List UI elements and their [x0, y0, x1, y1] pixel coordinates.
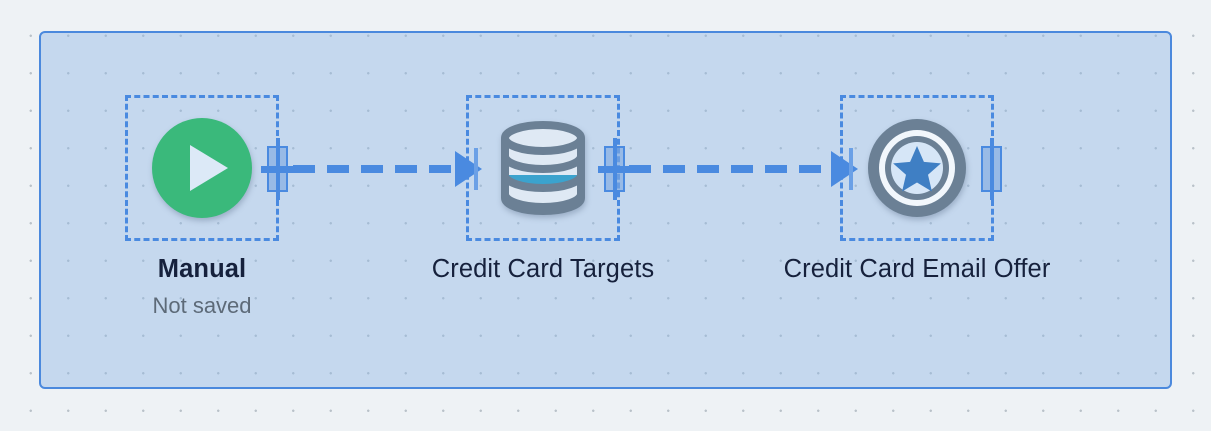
database-icon [501, 121, 585, 215]
node-manual[interactable]: Manual Not saved [125, 95, 279, 318]
output-port-email-offer[interactable] [981, 138, 1002, 200]
edge-endpoint-offer [849, 148, 853, 190]
node-credit-card-targets[interactable]: Credit Card Targets [432, 95, 654, 283]
shield-star-icon [868, 119, 966, 217]
edge-arrowhead-offer [831, 151, 858, 187]
edge-endpoint-targets [474, 148, 478, 190]
port-stem-vertical [989, 138, 994, 200]
node-sublabel-manual: Not saved [152, 293, 252, 318]
play-circle-icon [152, 118, 252, 218]
node-credit-card-email-offer[interactable]: Credit Card Email Offer [784, 95, 1050, 283]
output-port-manual[interactable] [261, 138, 294, 200]
output-port-targets[interactable] [598, 138, 631, 200]
port-stem-horizontal [261, 165, 294, 173]
node-label-credit-card-email-offer: Credit Card Email Offer [783, 255, 1051, 283]
edge-targets-to-offer[interactable] [629, 165, 834, 173]
edge-manual-to-targets[interactable] [293, 165, 458, 173]
node-label-manual: Manual [157, 255, 247, 283]
node-label-credit-card-targets: Credit Card Targets [431, 255, 655, 283]
port-stem-horizontal [598, 165, 631, 173]
